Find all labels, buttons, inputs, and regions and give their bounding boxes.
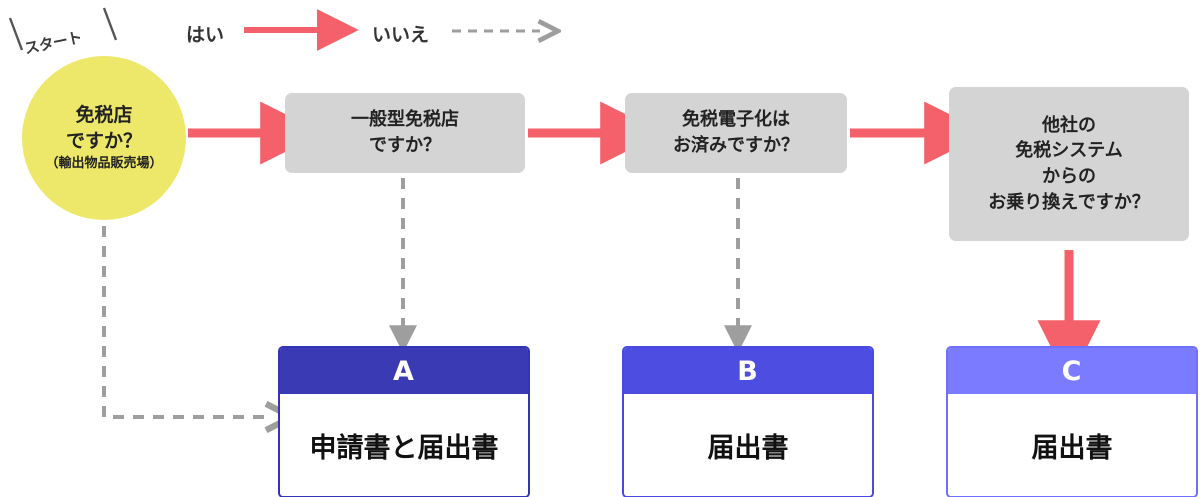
question-box-3[interactable]: 他社の 免税システム からの お乗り換えですか？ — [949, 87, 1189, 241]
result-card-b[interactable]: B 届出書 — [622, 346, 874, 497]
result-card-c-title: C — [948, 348, 1196, 394]
question-box-2-line2: お済みですか？ — [673, 135, 799, 156]
start-node-line1: 免税店 — [75, 104, 133, 127]
legend-yes-label: はい — [186, 24, 225, 46]
question-box-3-line3: からの — [1042, 166, 1096, 187]
result-card-b-body: 届出書 — [624, 394, 872, 496]
result-card-c-body: 届出書 — [948, 394, 1196, 496]
result-card-c[interactable]: C 届出書 — [946, 346, 1198, 497]
result-card-b-title: B — [624, 348, 872, 394]
question-box-3-line4: お乗り換えですか？ — [988, 191, 1150, 213]
arrow-start-to-a — [102, 226, 268, 417]
start-node[interactable]: 免税店 ですか？ （輸出物品販売場） — [22, 56, 186, 220]
legend-start: スタート — [6, 10, 118, 58]
question-box-1-line1: 一般型免税店 — [351, 109, 459, 131]
legend-start-label: スタート — [22, 28, 84, 58]
question-box-1[interactable]: 一般型免税店 ですか？ — [285, 93, 525, 173]
question-box-1-line2: ですか？ — [369, 135, 441, 156]
legend-no-label: いいえ — [372, 24, 430, 46]
question-box-2[interactable]: 免税電子化は お済みですか？ — [625, 93, 847, 173]
result-card-a-title: A — [280, 348, 528, 394]
question-box-3-line1: 他社の — [1042, 114, 1096, 136]
result-card-a-body: 申請書と届出書 — [280, 394, 528, 496]
question-box-3-line2: 免税システム — [1015, 140, 1123, 162]
start-node-line2: ですか？ — [65, 129, 142, 152]
question-box-2-line1: 免税電子化は — [682, 109, 790, 131]
start-node-line3: （輸出物品販売場） — [45, 156, 163, 172]
result-card-a[interactable]: A 申請書と届出書 — [278, 346, 530, 497]
